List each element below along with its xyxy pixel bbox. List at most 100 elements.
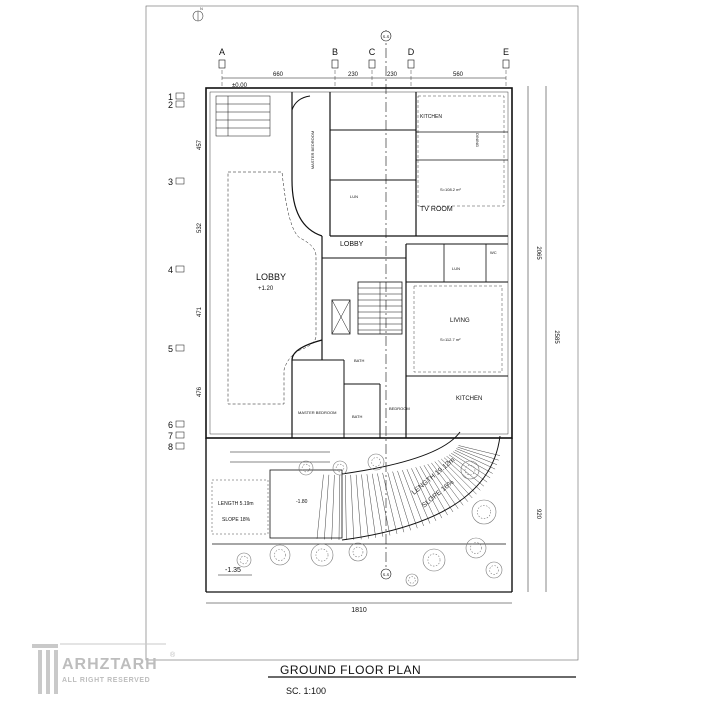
logo-mark-icon (32, 643, 166, 694)
tree-icon (422, 548, 446, 572)
tree-icon (405, 573, 419, 587)
left-dim-5: 476 (197, 386, 203, 397)
grid-row-1: 1 (168, 92, 173, 102)
ramp-hatch-line (350, 474, 354, 540)
room-bath-bottom: BATH (352, 414, 362, 419)
room-living: LIVING (450, 318, 470, 324)
top-dim-2: 230 (348, 72, 359, 78)
room-lun-mid: LUN (452, 266, 460, 271)
ramp-hatch-line (331, 474, 335, 540)
grid-row-4: 4 (168, 265, 173, 275)
level-top: ±0.00 (232, 83, 248, 89)
grid-row-5: 5 (168, 344, 173, 354)
tree-icon (310, 543, 334, 567)
tree-icon (348, 542, 368, 562)
ramp-hatch-line (402, 470, 424, 527)
ramp-hatch-line (427, 463, 459, 509)
ramp-hatch-line (419, 466, 448, 516)
top-dim-1: 660 (273, 72, 284, 78)
tree-icon (460, 460, 480, 480)
drawing-scale: SC. 1:100 (286, 686, 327, 696)
left-dim-2: 532 (197, 222, 203, 233)
ramp-hatch-line (453, 451, 493, 474)
ramp-hatch-line (437, 460, 473, 499)
logo-registered-mark: ® (170, 652, 176, 659)
ramp-hatch-line (406, 469, 431, 524)
grid-rows: 1 2 3 4 5 6 7 8 457 532 471 476 (168, 92, 207, 452)
grid-col-b: B (332, 47, 338, 57)
ramp-hatch-line (457, 446, 499, 461)
ramp-hatch-line (441, 458, 477, 495)
grid-col-c: C (369, 47, 376, 57)
grid-row-3: 3 (168, 177, 173, 187)
sheet-border (145, 5, 579, 661)
ramp-hatch-line (338, 474, 340, 541)
ramp-hatch-line (446, 456, 485, 487)
right-dimensions: 2065 2585 920 (527, 86, 559, 592)
ramp-hatch-line (372, 473, 384, 537)
ramp-hatch-line (366, 474, 376, 538)
grid-col-e: E (503, 47, 509, 57)
curved-ramp (341, 431, 501, 541)
ramp-hatch-line (316, 474, 324, 539)
ramp-hatch-line (411, 468, 437, 521)
ramp-hatch-line (377, 473, 391, 536)
level-ramp: -1.80 (296, 499, 308, 505)
tree-icon (465, 537, 487, 559)
ramp-hatch-line (324, 474, 330, 540)
grid-row-2: 2 (168, 100, 173, 110)
level-lobby: +1.20 (258, 286, 274, 292)
stair-core (215, 95, 403, 335)
ramp-left-slope: SLOPE 18% (222, 517, 251, 523)
ramp-hatch-line (415, 467, 443, 519)
tree-icon (332, 460, 348, 476)
right-dim-1: 2065 (535, 246, 541, 260)
ramp-hatch-line (456, 448, 498, 465)
grid-row-8: 8 (168, 442, 173, 452)
level-bottom: -1.35 (225, 567, 241, 574)
ramp-hatch-line (448, 454, 488, 483)
ramp-hatch-line (451, 453, 491, 478)
ramp-hatch-line (434, 461, 469, 502)
section-line: S-S S-S (380, 30, 392, 580)
ramp-hatch-line (345, 474, 347, 541)
ramp-hatch-line (382, 472, 398, 534)
room-dining: DINING (475, 133, 480, 147)
grid-row-6: 6 (168, 420, 173, 430)
tree-icon (269, 544, 291, 566)
left-dim-1: 457 (197, 139, 203, 150)
ramp-hatch-line (392, 471, 411, 531)
room-bath-mid: BATH (354, 358, 364, 363)
bottom-dimension: 1810 (206, 602, 512, 614)
ramp-left-length: LENGTH 5.19m (218, 501, 254, 507)
tree-icon (485, 561, 503, 579)
ramp-hatch-line (431, 462, 464, 506)
ramp-hatch-line (423, 465, 454, 513)
building-walls (205, 87, 513, 593)
logo-name: ARHZTARH (62, 656, 158, 673)
top-dim-3: 230 (387, 72, 398, 78)
ramp-hatch-line (361, 474, 369, 539)
grid-col-a: A (219, 47, 225, 57)
tree-icon (471, 499, 497, 525)
section-mark-bottom: S-S (383, 572, 390, 577)
room-kitchen-top: KITCHEN (420, 114, 442, 120)
ramp-hatch-line (454, 450, 496, 470)
room-master-bedroom-bottom: MASTER BEDROOM (298, 410, 336, 415)
room-lobby-small: LOBBY (340, 241, 364, 248)
room-wc: WC (490, 250, 497, 255)
room-labels: MASTER BEDROOM KITCHEN DINING S=108.2 m²… (218, 114, 497, 523)
ramp-hatch-line (397, 470, 418, 529)
grid-col-d: D (408, 47, 415, 57)
area-mid: S=112.7 m² (440, 337, 461, 342)
ramp-hatch-line (458, 445, 501, 456)
right-dim-2: 2585 (553, 330, 559, 344)
grid-columns: A B C D E 660 230 230 560 (218, 47, 510, 88)
room-lun-top: LUN (350, 194, 358, 199)
room-lobby-big: LOBBY (256, 272, 286, 282)
drawing-title: GROUND FLOOR PLAN (280, 663, 422, 677)
level-markers: ±0.00 +1.20 -1.80 -1.35 (218, 83, 308, 576)
room-tv: TV ROOM (420, 206, 453, 213)
landscape-trees (236, 453, 503, 587)
